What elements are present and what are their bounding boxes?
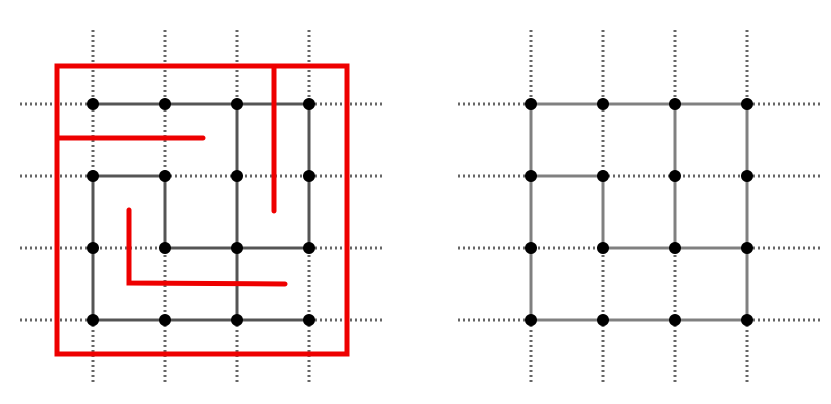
- graph-node: [231, 170, 243, 182]
- graph-node: [231, 242, 243, 254]
- graph-node: [231, 314, 243, 326]
- maze-wall: [126, 207, 288, 287]
- graph-node: [87, 242, 99, 254]
- graph-node: [669, 314, 681, 326]
- graph-node: [669, 242, 681, 254]
- graph-node: [87, 170, 99, 182]
- graph-node: [669, 98, 681, 110]
- graph-node: [303, 98, 315, 110]
- graph-node: [741, 98, 753, 110]
- graph-node: [525, 242, 537, 254]
- graph-node: [159, 314, 171, 326]
- graph-node: [159, 170, 171, 182]
- graph-node: [741, 170, 753, 182]
- graph-node: [87, 314, 99, 326]
- graph-node: [303, 170, 315, 182]
- graph-node: [303, 242, 315, 254]
- graph-node: [741, 314, 753, 326]
- maze-outer-wall: [54, 63, 350, 357]
- right-grid-diagram: [458, 30, 820, 385]
- graph-node: [669, 170, 681, 182]
- graph-node: [159, 98, 171, 110]
- graph-node: [303, 314, 315, 326]
- graph-node: [597, 314, 609, 326]
- graph-node: [525, 98, 537, 110]
- graph-node: [597, 98, 609, 110]
- graph-node: [597, 242, 609, 254]
- graph-node: [87, 98, 99, 110]
- graph-node: [159, 242, 171, 254]
- graph-node: [597, 170, 609, 182]
- graph-node: [525, 170, 537, 182]
- graph-node: [525, 314, 537, 326]
- graph-node: [231, 98, 243, 110]
- graph-node: [741, 242, 753, 254]
- left-grid-diagram-with-maze: [20, 30, 382, 385]
